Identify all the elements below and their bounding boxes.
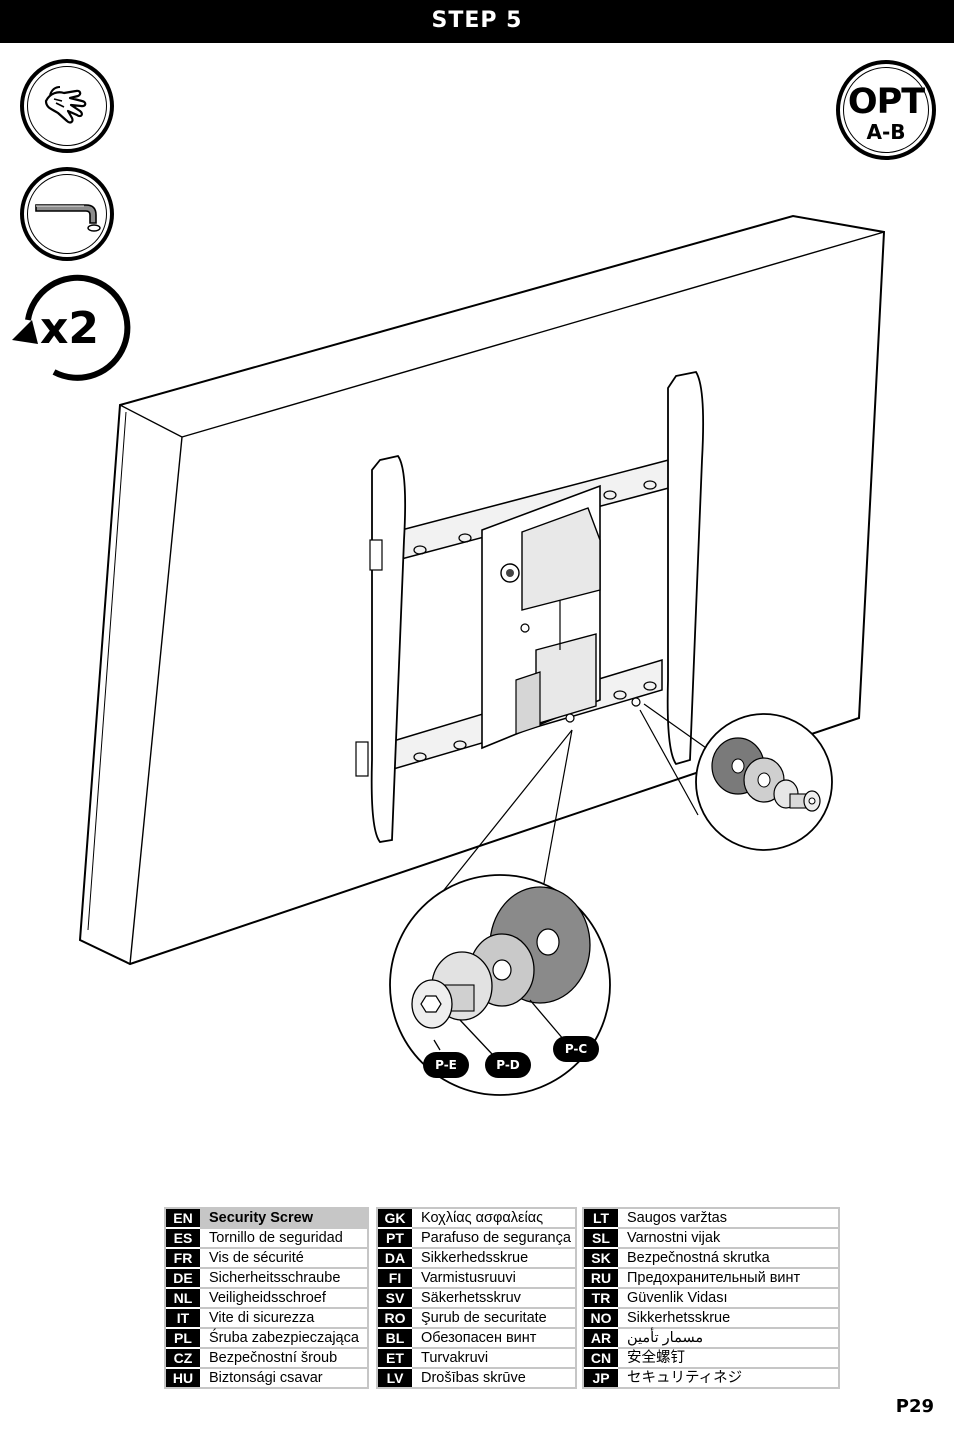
option-label: OPT bbox=[847, 82, 925, 122]
option-range: A-B bbox=[866, 120, 906, 144]
step-title: STEP 5 bbox=[431, 8, 523, 33]
part-label-p-c: P-C bbox=[553, 1036, 599, 1062]
part-label-p-d: P-D bbox=[485, 1052, 531, 1078]
rotate-arrow-icon bbox=[12, 274, 131, 381]
step-header: STEP 5 bbox=[0, 0, 954, 43]
part-label-p-e: P-E bbox=[423, 1052, 469, 1078]
tv-mount-illustration bbox=[78, 214, 886, 1096]
option-badge: OPT A-B bbox=[836, 60, 936, 160]
page-number: P29 bbox=[895, 1396, 934, 1417]
hand-tighten-icon bbox=[44, 86, 87, 124]
repeat-count: x2 bbox=[40, 303, 99, 354]
allen-key-icon bbox=[35, 204, 101, 232]
allen-key-badge bbox=[20, 167, 114, 261]
hand-tighten-badge bbox=[20, 59, 114, 153]
